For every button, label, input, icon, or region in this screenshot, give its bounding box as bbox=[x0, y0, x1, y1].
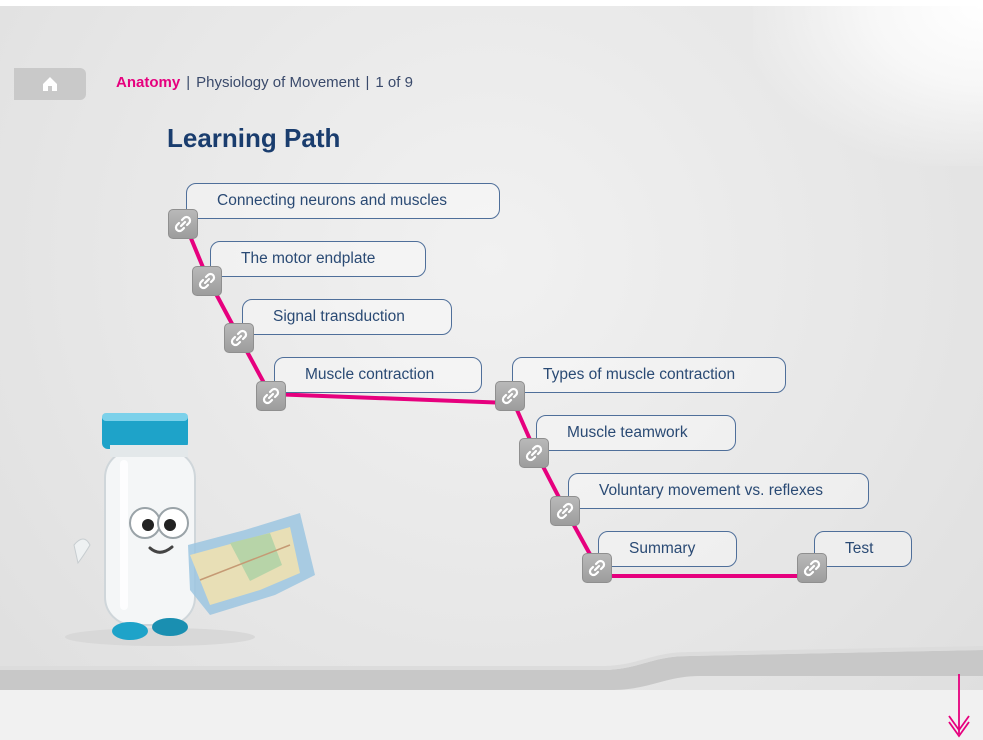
decorative-frame-corner bbox=[753, 6, 983, 166]
chain-link-icon bbox=[556, 502, 574, 520]
mascot-bottle-with-map-illustration bbox=[65, 413, 315, 646]
chain-link-icon bbox=[525, 444, 543, 462]
breadcrumb-separator: | bbox=[186, 74, 191, 91]
chain-link-icon bbox=[588, 559, 606, 577]
link-icon[interactable] bbox=[192, 266, 222, 296]
chain-link-icon bbox=[501, 387, 519, 405]
path-node-types-of-muscle-contraction[interactable]: Types of muscle contraction bbox=[512, 357, 786, 393]
path-node-muscle-contraction[interactable]: Muscle contraction bbox=[274, 357, 482, 393]
link-icon[interactable] bbox=[582, 553, 612, 583]
breadcrumb-separator: | bbox=[365, 74, 370, 91]
link-icon[interactable] bbox=[256, 381, 286, 411]
chain-link-icon bbox=[174, 215, 192, 233]
chain-link-icon bbox=[803, 559, 821, 577]
chain-link-icon bbox=[230, 329, 248, 347]
path-node-connecting-neurons-and-muscles[interactable]: Connecting neurons and muscles bbox=[186, 183, 500, 219]
link-icon[interactable] bbox=[495, 381, 525, 411]
home-icon bbox=[43, 77, 57, 91]
double-arrow-down-icon[interactable] bbox=[946, 672, 972, 738]
floor-band-decoration bbox=[0, 646, 983, 690]
link-icon[interactable] bbox=[550, 496, 580, 526]
link-icon[interactable] bbox=[797, 553, 827, 583]
path-node-signal-transduction[interactable]: Signal transduction bbox=[242, 299, 452, 335]
path-node-motor-endplate[interactable]: The motor endplate bbox=[210, 241, 426, 277]
breadcrumb: Anatomy | Physiology of Movement | 1 of 9 bbox=[116, 74, 413, 91]
page-counter: 1 of 9 bbox=[375, 74, 413, 91]
top-border bbox=[0, 0, 983, 6]
page-title: Learning Path bbox=[167, 123, 341, 153]
breadcrumb-section[interactable]: Anatomy bbox=[116, 74, 181, 91]
chain-link-icon bbox=[198, 272, 216, 290]
home-button[interactable] bbox=[14, 68, 86, 100]
link-icon[interactable] bbox=[519, 438, 549, 468]
breadcrumb-topic: Physiology of Movement bbox=[196, 74, 360, 91]
footer-area bbox=[0, 690, 983, 740]
path-node-voluntary-movement-vs-reflexes[interactable]: Voluntary movement vs. reflexes bbox=[568, 473, 869, 509]
link-icon[interactable] bbox=[168, 209, 198, 239]
path-node-summary[interactable]: Summary bbox=[598, 531, 737, 567]
chain-link-icon bbox=[262, 387, 280, 405]
link-icon[interactable] bbox=[224, 323, 254, 353]
path-node-muscle-teamwork[interactable]: Muscle teamwork bbox=[536, 415, 736, 451]
path-node-test[interactable]: Test bbox=[814, 531, 912, 567]
